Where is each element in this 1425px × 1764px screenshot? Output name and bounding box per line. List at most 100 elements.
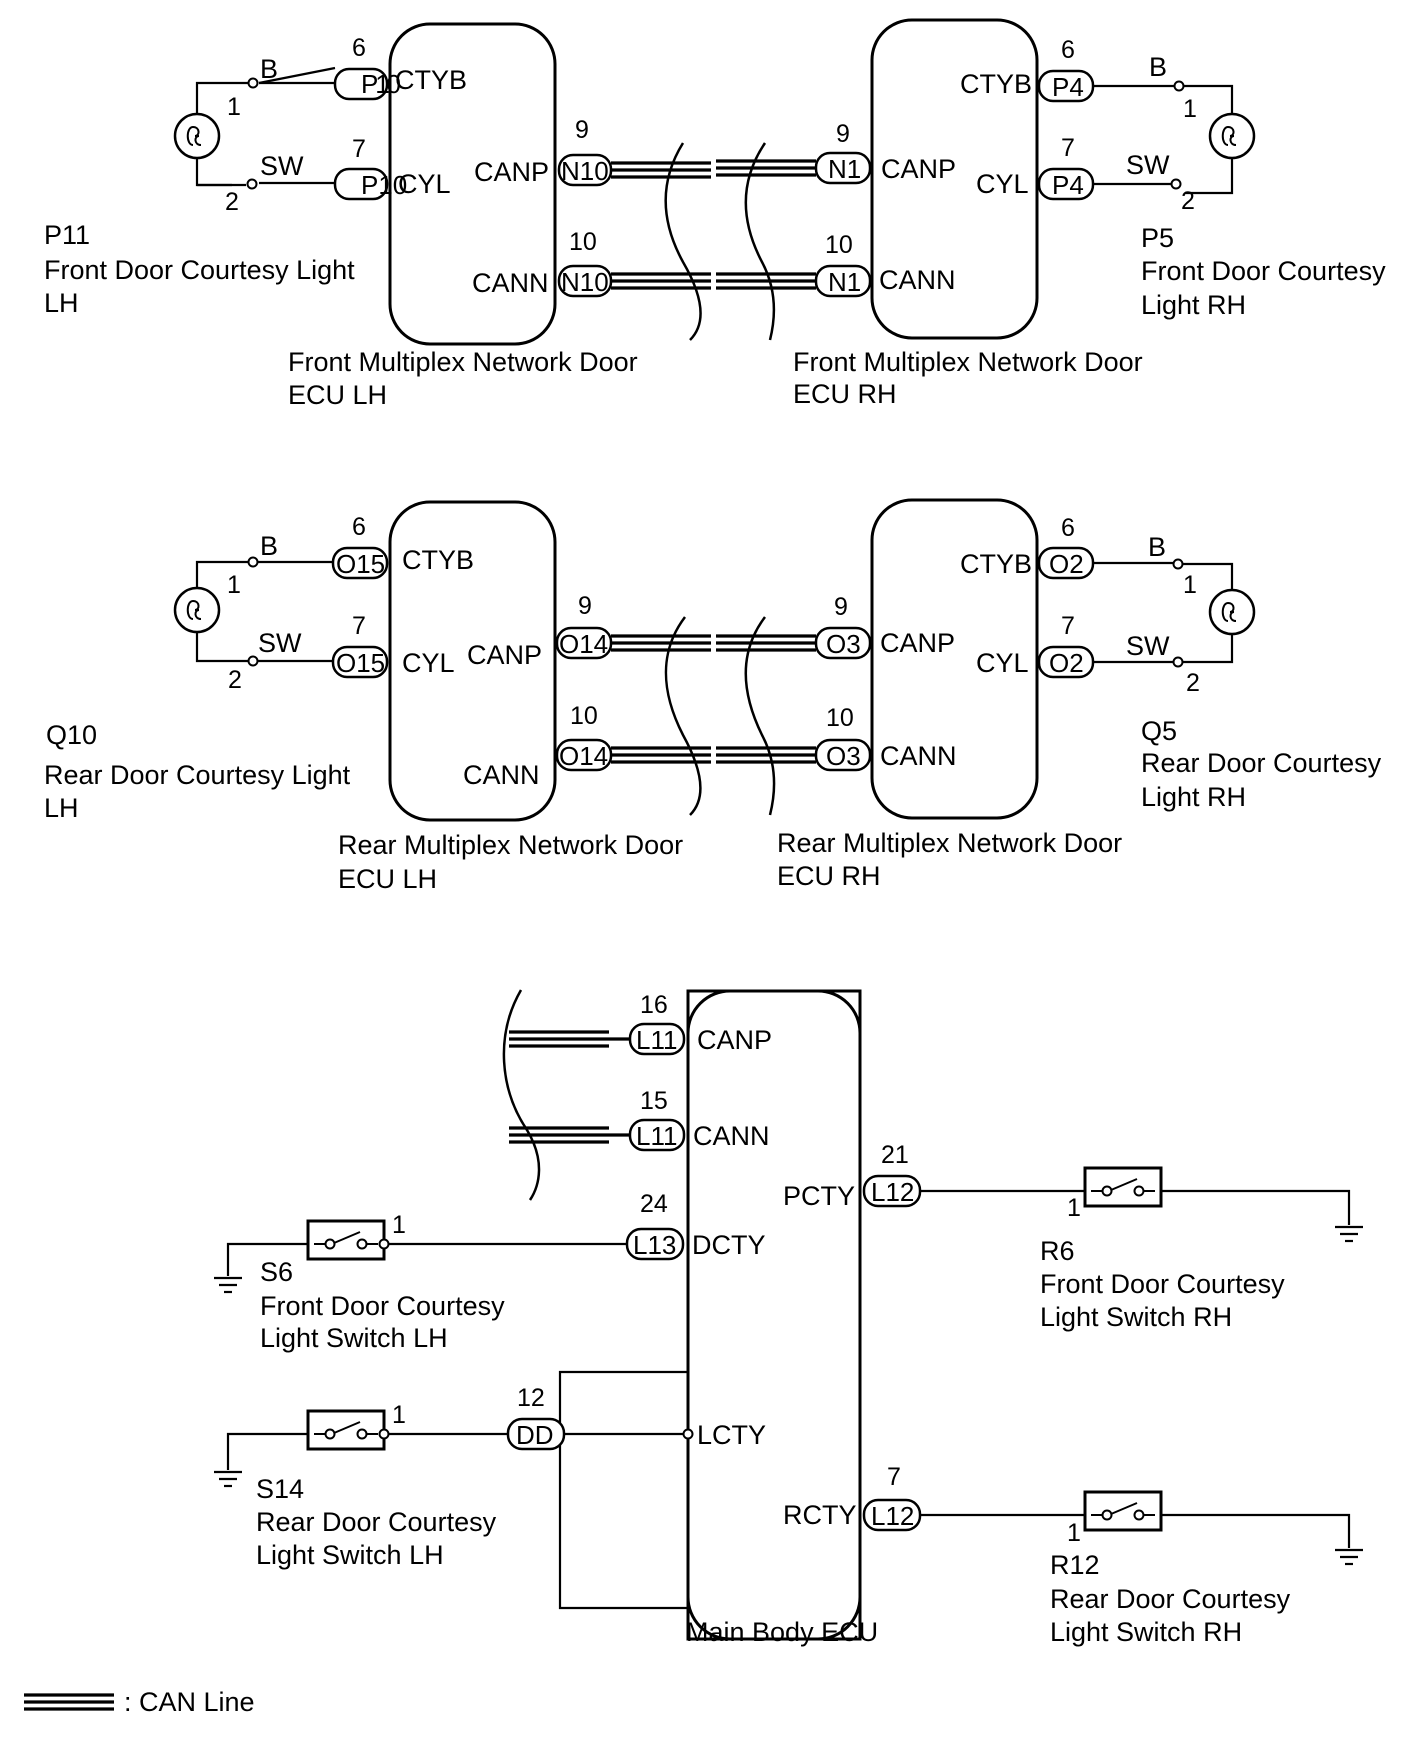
r12-code: R12: [1050, 1550, 1100, 1580]
front-rh-ecu-name-l2: ECU RH: [793, 379, 897, 409]
r12-pin: 1: [1067, 1519, 1081, 1547]
rear-lh-label-canp: CANP: [467, 640, 542, 670]
rear-rh-light-name-l1: Rear Door Courtesy: [1141, 748, 1382, 778]
rear-lh-conn-cann: O14: [559, 741, 608, 771]
rear-rh-wire-b: B: [1148, 532, 1166, 562]
rear-rh-pin-ctyb: 6: [1061, 514, 1075, 542]
front-rh-pin-ctyb: 6: [1061, 36, 1075, 64]
front-lh-conn-ctyb: P10: [361, 69, 401, 99]
front-lh-light-pin2: 2: [225, 188, 239, 216]
rear-lh-ecu-box: [388, 500, 557, 822]
rear-rh-pin-cyl: 7: [1061, 612, 1075, 640]
rear-rh-conn-cann: O3: [826, 741, 861, 771]
legend: : CAN Line: [24, 1687, 255, 1717]
front-lh-pin-ctyb: 6: [352, 34, 366, 62]
rear-lh-light-pin1: 1: [227, 571, 241, 599]
front-rh-label-cann: CANN: [879, 265, 956, 295]
rear-lh-light-code: Q10: [46, 720, 97, 750]
rear-lh-light-name-l1: Rear Door Courtesy Light: [44, 760, 351, 790]
rear-rh-light-name-l2: Light RH: [1141, 782, 1246, 812]
front-rh-pin-canp: 9: [836, 120, 850, 148]
front-rh-pin-cyl: 7: [1061, 134, 1075, 162]
rear-rh-label-cyl: CYL: [976, 648, 1029, 678]
main-conn-rcty: L12: [871, 1501, 914, 1531]
front-lh-label-ctyb: CTYB: [395, 65, 467, 95]
front-rh-light-name-l2: Light RH: [1141, 290, 1246, 320]
main-conn-dcty: L13: [633, 1230, 676, 1260]
front-rh-conn-cann: N1: [828, 267, 861, 297]
front-rh-conn-canp: N1: [828, 154, 861, 184]
front-lh-label-cyl: CYL: [398, 169, 451, 199]
front-lh-ecu-box: [388, 22, 557, 346]
front-rh-light-pin2: 2: [1181, 187, 1195, 215]
rear-lh-label-cann: CANN: [463, 760, 540, 790]
main-label-pcty: PCTY: [783, 1181, 855, 1211]
main-pin-dcty: 24: [640, 1190, 668, 1218]
front-rh-conn-ctyb: P4: [1052, 72, 1084, 102]
rear-rh-light-pin2: 2: [1186, 669, 1200, 697]
front-rh-ecu-box: [870, 18, 1039, 340]
main-pin-rcty: 7: [887, 1463, 901, 1491]
rear-rh-label-ctyb: CTYB: [960, 549, 1032, 579]
rear-rh-pin-canp: 9: [834, 593, 848, 621]
rear-rh-wire-sw: SW: [1126, 631, 1170, 661]
front-rh-light-name-l1: Front Door Courtesy: [1141, 256, 1386, 286]
rear-lh-wire-sw: SW: [258, 628, 302, 658]
rear-section: 6 7 9 10 O15 O15 O14 O14 CTYB CYL CANP C…: [44, 498, 1382, 894]
rear-rh-conn-canp: O3: [826, 629, 861, 659]
rear-lh-conn-cyl: O15: [336, 648, 385, 678]
r6-code: R6: [1040, 1236, 1075, 1266]
front-lh-label-cann: CANN: [472, 268, 549, 298]
rear-lh-pin-cyl: 7: [352, 612, 366, 640]
r12-name-l2: Light Switch RH: [1050, 1617, 1242, 1647]
r12-name-l1: Rear Door Courtesy: [1050, 1584, 1291, 1614]
front-lh-label-canp: CANP: [474, 157, 549, 187]
front-rh-light-code: P5: [1141, 223, 1174, 253]
front-lh-conn-cyl: P10: [361, 170, 407, 200]
main-conn-cann: L11: [636, 1121, 677, 1151]
front-rh-label-ctyb: CTYB: [960, 69, 1032, 99]
r6-pin: 1: [1067, 1194, 1081, 1222]
main-label-cann: CANN: [693, 1121, 770, 1151]
rear-lh-light-name-l2: LH: [44, 793, 79, 823]
s14-pin: 1: [392, 1401, 406, 1429]
rear-rh-conn-cyl: O2: [1049, 648, 1084, 678]
rear-lh-conn-ctyb: O15: [336, 549, 385, 579]
rear-rh-label-canp: CANP: [880, 628, 955, 658]
front-lh-pin-cyl: 7: [352, 135, 366, 163]
main-pin-pcty: 21: [881, 1141, 909, 1169]
front-lh-wire-sw: SW: [260, 151, 304, 181]
front-rh-wire-b: B: [1149, 52, 1167, 82]
s14-name-l1: Rear Door Courtesy: [256, 1507, 497, 1537]
front-section: 6 7 9 10 P10 P10 N10 N10 CTYB CYL CANP C…: [44, 18, 1386, 410]
front-lh-light-name-l2: LH: [44, 288, 79, 318]
main-conn-pcty: L12: [871, 1177, 914, 1207]
rear-rh-pin-cann: 10: [826, 704, 854, 732]
rear-lh-ecu-name-l1: Rear Multiplex Network Door: [338, 830, 683, 860]
front-lh-light-pin1: 1: [227, 93, 241, 121]
s6-pin: 1: [392, 1211, 406, 1239]
main-conn-canp: L11: [636, 1025, 677, 1055]
main-body-ecu-box: [686, 989, 862, 1641]
front-lh-light-code: P11: [44, 220, 90, 250]
rear-lh-ecu-name-l2: ECU LH: [338, 864, 437, 894]
rear-rh-ecu-name-l1: Rear Multiplex Network Door: [777, 828, 1122, 858]
front-lh-conn-canp: N10: [561, 156, 609, 186]
front-rh-pin-cann: 10: [825, 231, 853, 259]
main-pin-cann: 15: [640, 1087, 668, 1115]
legend-can-line: : CAN Line: [124, 1687, 255, 1717]
front-lh-pin-canp: 9: [575, 116, 589, 144]
rear-rh-label-cann: CANN: [880, 741, 957, 771]
rear-lh-wire-b: B: [260, 531, 278, 561]
front-lh-conn-cann: N10: [561, 267, 609, 297]
s14-code: S14: [256, 1474, 304, 1504]
main-conn-lcty: DD: [516, 1420, 554, 1450]
front-lh-light-name-l1: Front Door Courtesy Light: [44, 255, 355, 285]
main-pin-lcty: 12: [517, 1384, 545, 1412]
main-ecu-name: Main Body ECU: [686, 1617, 878, 1647]
main-label-canp: CANP: [697, 1025, 772, 1055]
s6-name-l2: Light Switch LH: [260, 1323, 448, 1353]
main-label-lcty: LCTY: [697, 1420, 766, 1450]
front-lh-ecu-name-l1: Front Multiplex Network Door: [288, 347, 638, 377]
